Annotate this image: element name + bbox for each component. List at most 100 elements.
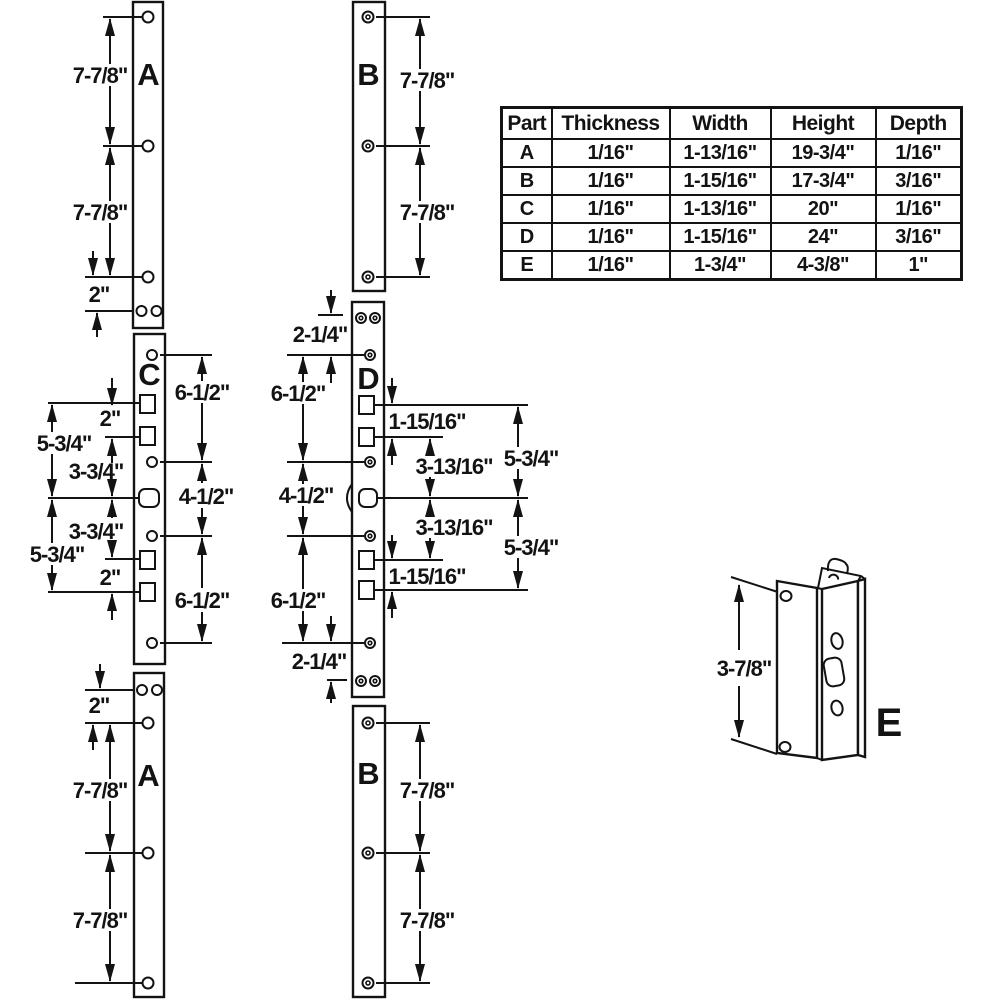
plate-label: A	[137, 758, 159, 793]
screw-hole-inner	[372, 678, 378, 684]
cell-height: 24"	[769, 222, 877, 252]
table-row: D 1/16" 1-15/16" 24" 3/16"	[500, 222, 963, 252]
cell-height: 20"	[769, 194, 877, 224]
extension-lines	[282, 314, 528, 681]
dim-label: 7-7/8"	[400, 68, 455, 93]
table-row: E 1/16" 1-3/4" 4-3/8" 1"	[500, 250, 963, 281]
bend-line	[816, 587, 823, 761]
spec-table: Part Thickness Width Height Depth A 1/16…	[500, 106, 963, 281]
dim-label: 6-1/2"	[271, 588, 326, 613]
part-e-view: 3-7/8" E	[717, 557, 902, 762]
screw-hole	[361, 270, 375, 284]
plate-c-view: C 2" 5-3/4" 3-3/4" 3-3/4" 5-3/4" 2" 6-1/…	[30, 332, 234, 666]
spindle-hole	[830, 632, 844, 650]
dim-label: 7-7/8"	[73, 908, 128, 933]
dim-label: 7-7/8"	[73, 778, 128, 803]
cell-height: 17-3/4"	[769, 166, 877, 196]
dim-label: 7-7/8"	[73, 200, 128, 225]
screw-hole	[778, 741, 792, 753]
screw-hole	[141, 139, 155, 153]
screw-hole	[779, 590, 793, 602]
dim-label: 2"	[100, 565, 121, 590]
cell-thickness: 1/16"	[550, 166, 671, 196]
screw-hole-inner	[358, 315, 364, 321]
latch-cutout	[358, 550, 375, 570]
dim-label: 7-7/8"	[400, 778, 455, 803]
screw-hole-inner	[365, 720, 371, 726]
dim-label: 1-15/16"	[388, 409, 465, 434]
screw-hole	[364, 349, 376, 361]
plate-d-view: D 2-1/4" 6-1/2" 4-1/2" 6-1/2" 2-1/4" 1-1…	[271, 290, 559, 703]
extension-lines	[48, 354, 212, 644]
screw-hole	[369, 312, 381, 324]
latch-cutout	[139, 426, 156, 446]
plate-label: C	[138, 357, 160, 392]
dim-label: 2"	[100, 406, 121, 431]
flange-face	[775, 579, 819, 760]
cell-height: 19-3/4"	[769, 138, 877, 168]
dim-label: 7-7/8"	[400, 908, 455, 933]
col-header-height: Height	[769, 106, 877, 140]
screw-hole	[141, 270, 155, 284]
cell-thickness: 1/16"	[550, 138, 671, 168]
dim-label: 6-1/2"	[175, 380, 230, 405]
col-header-thickness: Thickness	[550, 106, 671, 140]
cell-width: 1-13/16"	[668, 194, 772, 224]
cell-part: C	[500, 194, 553, 224]
table-row: A 1/16" 1-13/16" 19-3/4" 1/16"	[500, 138, 963, 168]
latch-cutout	[358, 427, 375, 447]
extension-lines	[376, 722, 430, 984]
screw-hole	[364, 530, 376, 542]
cell-depth: 3/16"	[874, 222, 963, 252]
screw-hole-inner	[367, 459, 373, 465]
screw-hole	[361, 976, 375, 990]
screw-hole	[146, 456, 158, 468]
deadbolt-cutout	[138, 488, 160, 508]
dim-label: 7-7/8"	[73, 63, 128, 88]
screw-hole	[361, 716, 375, 730]
screw-hole	[361, 846, 375, 860]
latch-cutout	[358, 395, 375, 415]
cell-width: 1-13/16"	[668, 138, 772, 168]
spindle-hole	[830, 699, 844, 717]
table-row: B 1/16" 1-15/16" 17-3/4" 3/16"	[500, 166, 963, 196]
latch-cutout	[358, 580, 375, 600]
dim-label: 5-3/4"	[37, 431, 92, 456]
right-edge-face	[856, 577, 867, 759]
cell-width: 1-15/16"	[668, 222, 772, 252]
deadbolt-projection	[346, 483, 353, 513]
col-header-part: Part	[500, 106, 553, 140]
screw-hole	[135, 305, 148, 317]
mounting-tab	[826, 557, 849, 575]
col-header-depth: Depth	[874, 106, 963, 140]
cell-depth: 3/16"	[874, 166, 963, 196]
dim-label: 3-3/4"	[69, 519, 124, 544]
plate-b-top-view: B 7-7/8" 7-7/8"	[351, 0, 455, 293]
plate-label: B	[357, 756, 378, 791]
screw-hole-inner	[367, 352, 373, 358]
dim-label: 2-1/4"	[292, 649, 347, 674]
plate-outline	[351, 704, 387, 999]
extension-lines	[730, 576, 782, 755]
dim-label: 5-3/4"	[504, 535, 559, 560]
screw-hole	[141, 846, 155, 860]
screw-hole	[146, 530, 158, 542]
screw-hole-inner	[365, 14, 371, 20]
dim-label: 2"	[89, 282, 110, 307]
table-row: C 1/16" 1-13/16" 20" 1/16"	[500, 194, 963, 224]
plate-a-top-view: A 7-7/8" 7-7/8" 2"	[73, 0, 165, 337]
latch-cutout	[139, 550, 156, 570]
dim-label: 3-13/16"	[415, 454, 492, 479]
screw-hole-inner	[365, 143, 371, 149]
dim-label: 1-15/16"	[388, 564, 465, 589]
dim-label: 7-7/8"	[400, 200, 455, 225]
dim-label: 6-1/2"	[175, 588, 230, 613]
screw-hole-inner	[365, 980, 371, 986]
screw-hole	[150, 305, 163, 317]
cell-depth: 1/16"	[874, 138, 963, 168]
screw-hole-inner	[367, 640, 373, 646]
screw-hole-inner	[372, 315, 378, 321]
screw-hole	[141, 976, 155, 990]
cell-part: D	[500, 222, 553, 252]
dim-label: 5-3/4"	[30, 542, 85, 567]
